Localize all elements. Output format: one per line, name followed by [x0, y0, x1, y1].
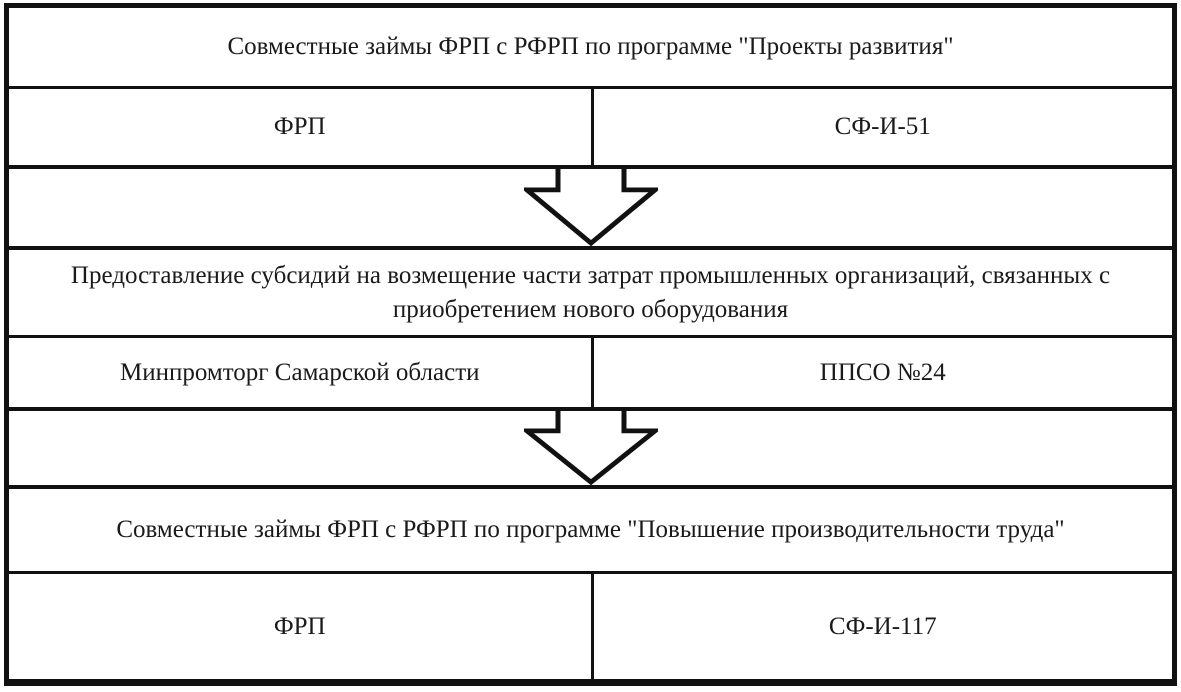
block2-cells: Минпромторг Самарской области ППСО №24: [9, 338, 1172, 411]
down-arrow-icon: [523, 169, 658, 246]
block3-title: Совместные займы ФРП с РФРП по программе…: [9, 489, 1172, 574]
flowchart-frame: Совместные займы ФРП с РФРП по программе…: [4, 3, 1177, 686]
block1-code-cell: СФ-И-51: [590, 89, 1173, 165]
connector1-row: [9, 169, 1172, 250]
block2-title: Предоставление субсидий на возмещение ча…: [9, 250, 1172, 338]
block2-code-cell: ППСО №24: [590, 338, 1173, 407]
block3-cells: ФРП СФ-И-117: [9, 574, 1172, 679]
block3-operator-cell: ФРП: [273, 612, 326, 640]
block1-title: Совместные займы ФРП с РФРП по программе…: [9, 8, 1172, 89]
down-arrow-icon: [523, 411, 658, 485]
block2-operator-cell: Минпромторг Самарской области: [120, 358, 480, 386]
connector2-row: [9, 411, 1172, 489]
block1-cells: ФРП СФ-И-51: [9, 89, 1172, 169]
block3-code-cell: СФ-И-117: [590, 574, 1173, 679]
block1-operator-cell: ФРП: [273, 113, 326, 140]
